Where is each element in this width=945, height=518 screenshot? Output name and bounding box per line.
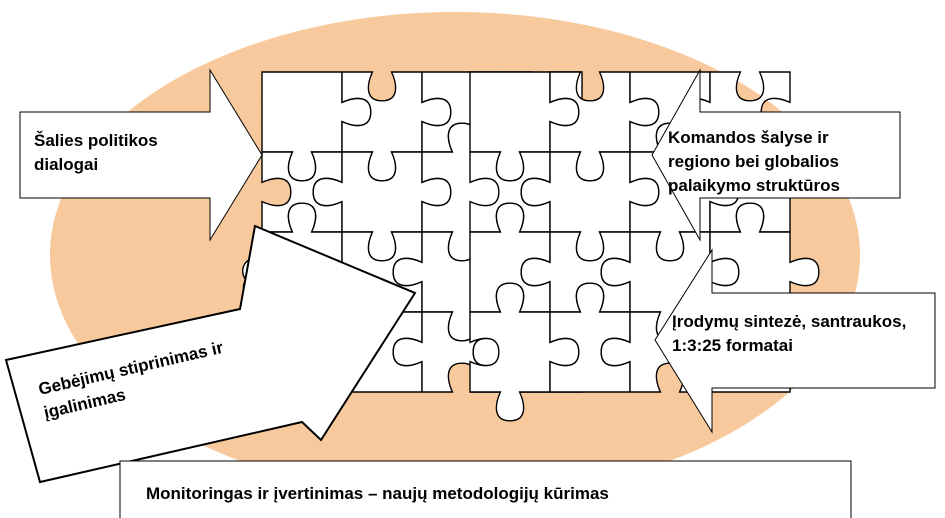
callout-right-bottom-line-2: 1:3:25 formatai [672,336,793,355]
callout-right-bottom-line-1: Įrodymų sintezė, santraukos, [672,312,906,331]
callout-right-top-line-2: regiono bei globalios [668,152,839,171]
callout-arrow-left-top: Šalies politikos dialogai [19,68,263,242]
callout-arrow-right-bottom: Įrodymų sintezė, santraukos, 1:3:25 form… [654,248,936,434]
callout-arrow-left-bottom: Gebėjimų stiprinimas ir įgalinimas [4,224,417,484]
svg-text:Komandos šalyse ir regio: Komandos šalyse ir regiono bei globalios… [668,128,844,195]
callout-right-top-line-1: Komandos šalyse ir [668,128,829,147]
callout-arrow-right-top: Komandos šalyse ir regiono bei globalios… [651,68,901,242]
svg-text:Įrodymų sintezė, santraukos,: Įrodymų sintezė, santraukos, 1:3:25 form… [672,312,911,355]
callout-box-bottom: Monitoringas ir įvertinimas – naujų meto… [119,460,852,518]
callout-bottom-text: Monitoringas ir įvertinimas – naujų meto… [146,484,609,503]
svg-text:Šalies politikos dialoga: Šalies politikos dialogai [34,131,163,174]
callout-left-top-line-1: Šalies politikos [34,131,158,150]
callout-left-top-line-2: dialogai [34,155,98,174]
callout-right-top-line-3: palaikymo struktūros [668,176,840,195]
